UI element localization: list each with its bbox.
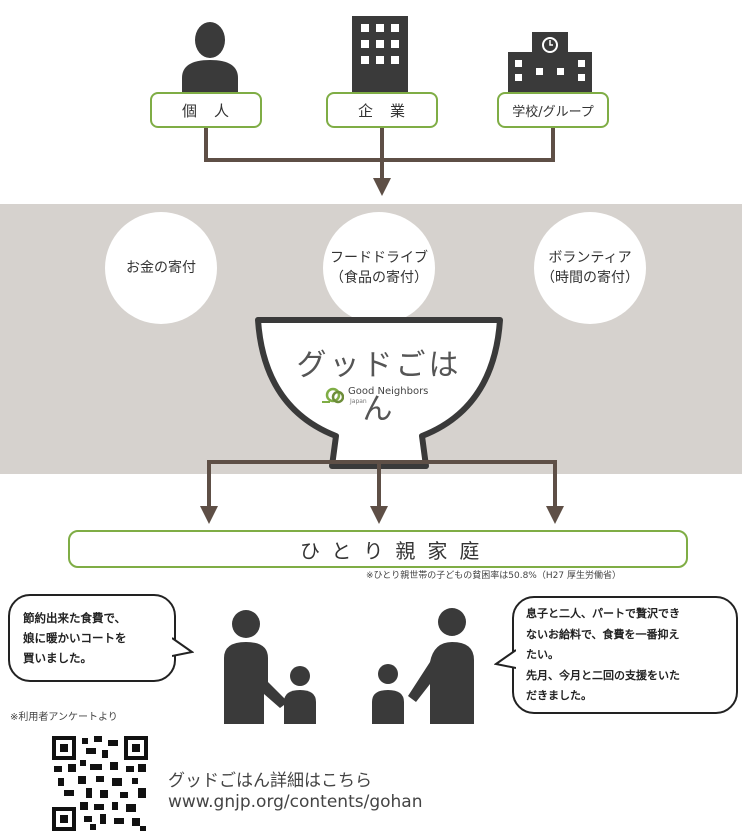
office-building-icon [352,16,408,94]
good-neighbors-logo: Good Neighbors Japan [320,384,450,410]
family-title: ひとり親家庭 [300,539,492,563]
donor-company: 企 業 [326,92,438,128]
bowl-title: グッドごはん [296,348,462,427]
testimonial-line: だきました。 [526,689,592,702]
arrow-down-icon [200,506,218,524]
method-food-drive: フードドライブ （食品の寄付） [323,212,435,324]
testimonial-line: 買いました。 [23,651,92,665]
method-money-donation: お金の寄付 [105,212,217,324]
testimonial-line: 先月、今月と二回の支援をいた [526,668,680,682]
footer-url[interactable]: www.gnjp.org/contents/gohan [168,792,423,812]
connector-line [377,460,381,508]
connector-line [553,460,557,508]
method-label: お金の寄付 [126,260,196,276]
school-building-icon [508,32,592,94]
connector-line [380,128,384,162]
speech-bubble-left: 節約出来た食費で、 娘に暖かいコートを 買いました。 [8,594,176,682]
parent-child-right-icon [372,608,474,724]
arrow-down-icon [546,506,564,524]
logo-mark-icon [322,387,344,404]
connector-line [551,128,555,162]
method-sublabel: （食品の寄付） [330,270,428,286]
method-volunteer: ボランティア （時間の寄付） [534,212,646,324]
bubble-tail [172,637,194,657]
connector-line [207,460,211,508]
person-icon [182,22,238,96]
method-label: ボランティア [548,250,632,266]
rice-bowl-icon [255,317,503,469]
donor-company-label: 企 業 [357,101,406,120]
donor-school-group: 学校/グループ [497,92,609,128]
donor-individual: 個 人 [150,92,262,128]
survey-note: ※利用者アンケートより [10,712,118,723]
connector-line [204,128,208,162]
donor-individual-label: 個 人 [181,101,230,120]
connector-line [207,460,557,464]
single-parent-family-box [68,530,688,568]
connector-line [204,158,555,162]
parent-child-left-icon [224,610,316,724]
testimonial-line: 節約出来た食費で、 [23,611,127,625]
family-note: ※ひとり親世帯の子どもの貧困率は50.8%（H27 厚生労働省） [366,571,621,581]
testimonial-line: 息子と二人、パートで贅沢でき [526,607,680,620]
donor-school-group-label: 学校/グループ [512,104,594,120]
arrow-down-icon [370,506,388,524]
bubble-tail [494,649,516,669]
logo-subtext: Japan [350,398,367,405]
connector-line [380,158,384,180]
speech-bubble-right: 息子と二人、パートで贅沢でき ないお給料で、食費を一番抑え たい。 先月、今月と… [512,596,738,714]
testimonial-line: たい。 [526,648,559,661]
qr-code-icon[interactable] [50,734,150,833]
arrow-down-icon [373,178,391,196]
logo-text: Good Neighbors [348,386,429,397]
method-sublabel: （時間の寄付） [541,270,639,286]
method-label: フードドライブ [330,250,428,266]
testimonial-line: ないお給料で、食費を一番抑え [526,627,680,641]
footer-title: グッドごはん詳細はこちら [168,771,372,791]
testimonial-line: 娘に暖かいコートを [23,631,127,645]
